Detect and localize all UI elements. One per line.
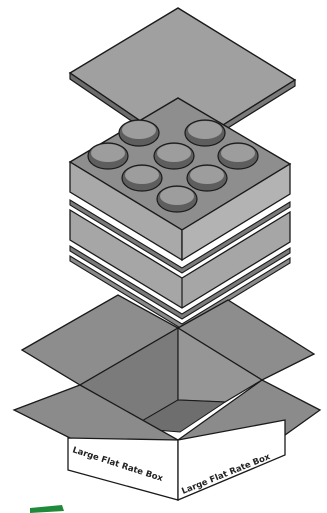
hole-2 — [185, 120, 225, 146]
green-accent-mark — [30, 505, 64, 513]
hole-1 — [119, 120, 159, 146]
hole-6 — [122, 165, 162, 191]
hole-3 — [88, 143, 128, 169]
hole-8 — [157, 186, 197, 212]
hole-5 — [218, 143, 258, 169]
hole-7 — [187, 165, 227, 191]
open-shipping-box: Large Flat Rate Box Large Flat Rate Box — [14, 295, 320, 500]
hole-4 — [154, 143, 194, 169]
